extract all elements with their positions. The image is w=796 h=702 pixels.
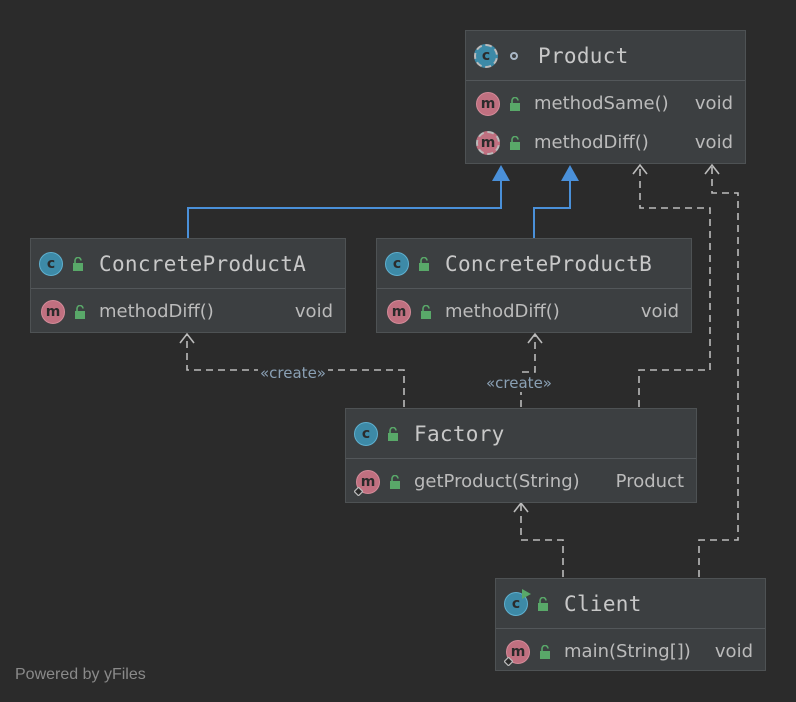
class-icon: c [354,421,378,446]
runnable-class-icon: c [504,588,531,616]
method-row-method-diff[interactable]: m methodDiff() void [31,292,345,331]
inheritance-arrowhead-b [561,165,579,181]
dependency-edge-client-product [698,165,739,577]
dependency-edge-factory-product [638,165,711,407]
class-name-client: Client [564,591,642,616]
static-modifier-icon [354,486,363,496]
class-box-client[interactable]: c Client m main(String[]) void [495,578,766,671]
static-method-icon: m [504,639,530,666]
method-return-type: void [694,132,733,153]
inheritance-edge-concrete-b [533,172,571,238]
class-name-concrete-product-b: ConcreteProductB [445,251,653,276]
class-name-concrete-product-a: ConcreteProductA [99,251,307,276]
method-return-type: void [714,641,753,662]
method-name: main(String[]) [564,641,691,662]
public-lock-icon [390,474,400,489]
method-return-type: void [694,93,733,114]
public-lock-icon [540,644,550,659]
method-name: getProduct(String) [414,471,580,492]
method-icon: m [476,91,500,116]
class-icon: c [39,251,63,276]
method-icon-letter: m [510,643,526,660]
class-box-concrete-product-a[interactable]: c ConcreteProductA m methodDiff() void [30,238,346,333]
class-box-concrete-product-b[interactable]: c ConcreteProductB m methodDiff() void [376,238,692,333]
method-row-method-diff[interactable]: m methodDiff() void [466,123,745,162]
public-lock-icon [538,596,548,611]
class-header-concrete-product-a: c ConcreteProductA [31,239,345,289]
dependency-arrowhead-factory-b [527,332,543,344]
method-row-main[interactable]: m main(String[]) void [496,632,765,671]
method-row-method-same[interactable]: m methodSame() void [466,84,745,123]
dependency-edge-client-factory [520,503,564,577]
class-box-product[interactable]: c Product m methodSame() void m methodDi… [465,30,746,164]
public-lock-icon [75,304,85,319]
public-lock-icon [419,256,429,271]
dependency-arrowhead-client-product [704,163,720,175]
static-method-icon: m [354,469,380,496]
class-icon-letter: c [511,595,521,612]
inheritance-edge-concrete-a [187,172,502,238]
class-box-factory[interactable]: c Factory m getProduct(String) Product [345,408,697,503]
class-header-concrete-product-b: c ConcreteProductB [377,239,691,289]
method-return-type: void [294,301,333,322]
abstract-class-icon: c [474,43,498,68]
method-icon-letter: m [360,473,376,490]
abstract-method-icon: m [476,130,500,155]
dependency-arrowhead-client-factory [513,501,529,513]
dependency-arrowhead-factory-a [179,332,195,344]
dependency-arrowhead-factory-product [632,163,648,175]
method-name: methodDiff() [534,132,649,153]
method-name: methodDiff() [445,301,560,322]
public-lock-icon [421,304,431,319]
method-icon: m [41,299,65,324]
method-name: methodDiff() [99,301,214,322]
method-row-method-diff[interactable]: m methodDiff() void [377,292,691,331]
method-icon: m [387,299,411,324]
class-header-client: c Client [496,579,765,629]
public-lock-icon [510,96,520,111]
public-lock-icon [388,426,398,441]
package-private-icon [510,51,518,60]
method-name: methodSame() [534,93,669,114]
class-name-product: Product [538,43,629,68]
method-return-type: void [640,301,679,322]
static-modifier-icon [504,656,513,666]
powered-by-label: Powered by yFiles [15,666,146,683]
class-header-factory: c Factory [346,409,696,459]
method-return-type: Product [615,471,684,492]
dependency-edge-factory-b [520,334,536,407]
class-name-factory: Factory [414,421,505,446]
public-lock-icon [73,256,83,271]
inheritance-arrowhead-a [492,165,510,181]
edge-label-create-b: «create» [484,374,554,392]
run-icon [522,588,531,599]
class-icon: c [385,251,409,276]
method-row-get-product[interactable]: m getProduct(String) Product [346,462,696,501]
class-header-product: c Product [466,31,745,81]
public-lock-icon [510,135,520,150]
edge-label-create-a: «create» [258,364,328,382]
